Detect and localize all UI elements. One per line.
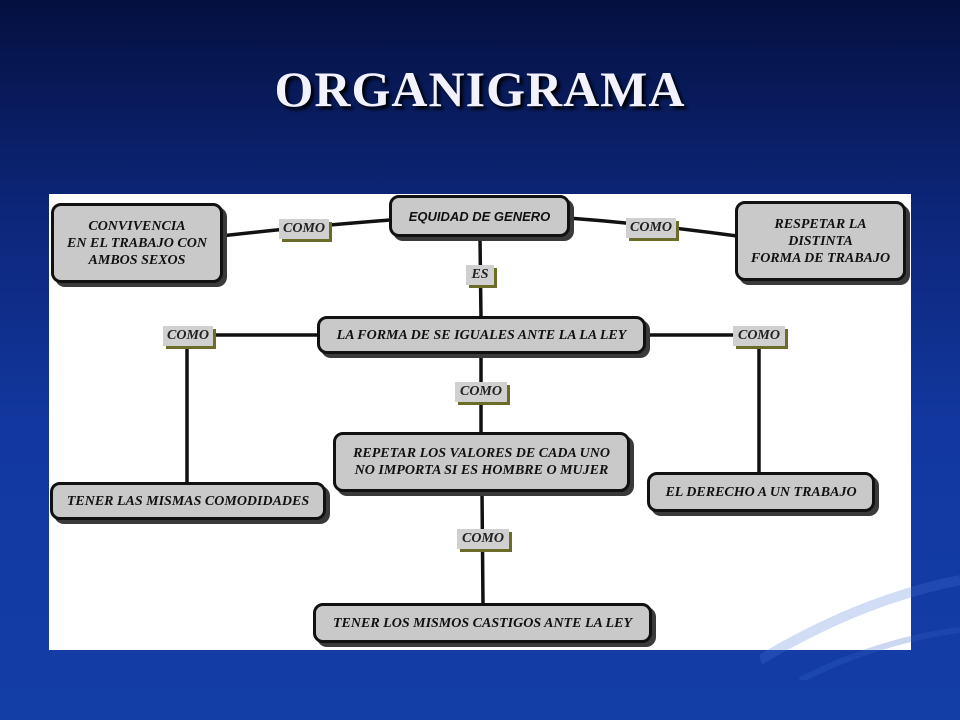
node-forma-iguales-ante-ley: LA FORMA DE SE IGUALES ANTE LA LA LEY (317, 316, 646, 354)
node-mismas-comodidades: TENER LAS MISMAS COMODIDADES (50, 482, 326, 520)
node-convivencia: CONVIVENCIA EN EL TRABAJO CON AMBOS SEXO… (51, 203, 223, 283)
slide-title: ORGANIGRAMA (274, 61, 686, 117)
link-label-como-left-top: COMO (279, 219, 329, 239)
node-repetar-valores: REPETAR LOS VALORES DE CADA UNO NO IMPOR… (333, 432, 630, 492)
link-label-como-center-mid: COMO (455, 382, 507, 402)
link-label-como-left-mid: COMO (163, 326, 213, 346)
node-respetar-distinta-forma: RESPETAR LA DISTINTA FORMA DE TRABAJO (735, 201, 906, 281)
node-derecho-a-un-trabajo: EL DERECHO A UN TRABAJO (647, 472, 875, 512)
background-swoosh (760, 575, 960, 680)
node-equidad-de-genero: EQUIDAD DE GENERO (389, 195, 570, 237)
link-label-como-right-mid: COMO (733, 326, 785, 346)
link-label-como-center-low: COMO (457, 529, 509, 549)
node-mismos-castigos: TENER LOS MISMOS CASTIGOS ANTE LA LEY (313, 603, 652, 643)
concept-map-panel: EQUIDAD DE GENERO CONVIVENCIA EN EL TRAB… (49, 194, 911, 650)
link-label-como-right-top: COMO (626, 218, 676, 238)
link-label-es: ES (466, 265, 494, 285)
